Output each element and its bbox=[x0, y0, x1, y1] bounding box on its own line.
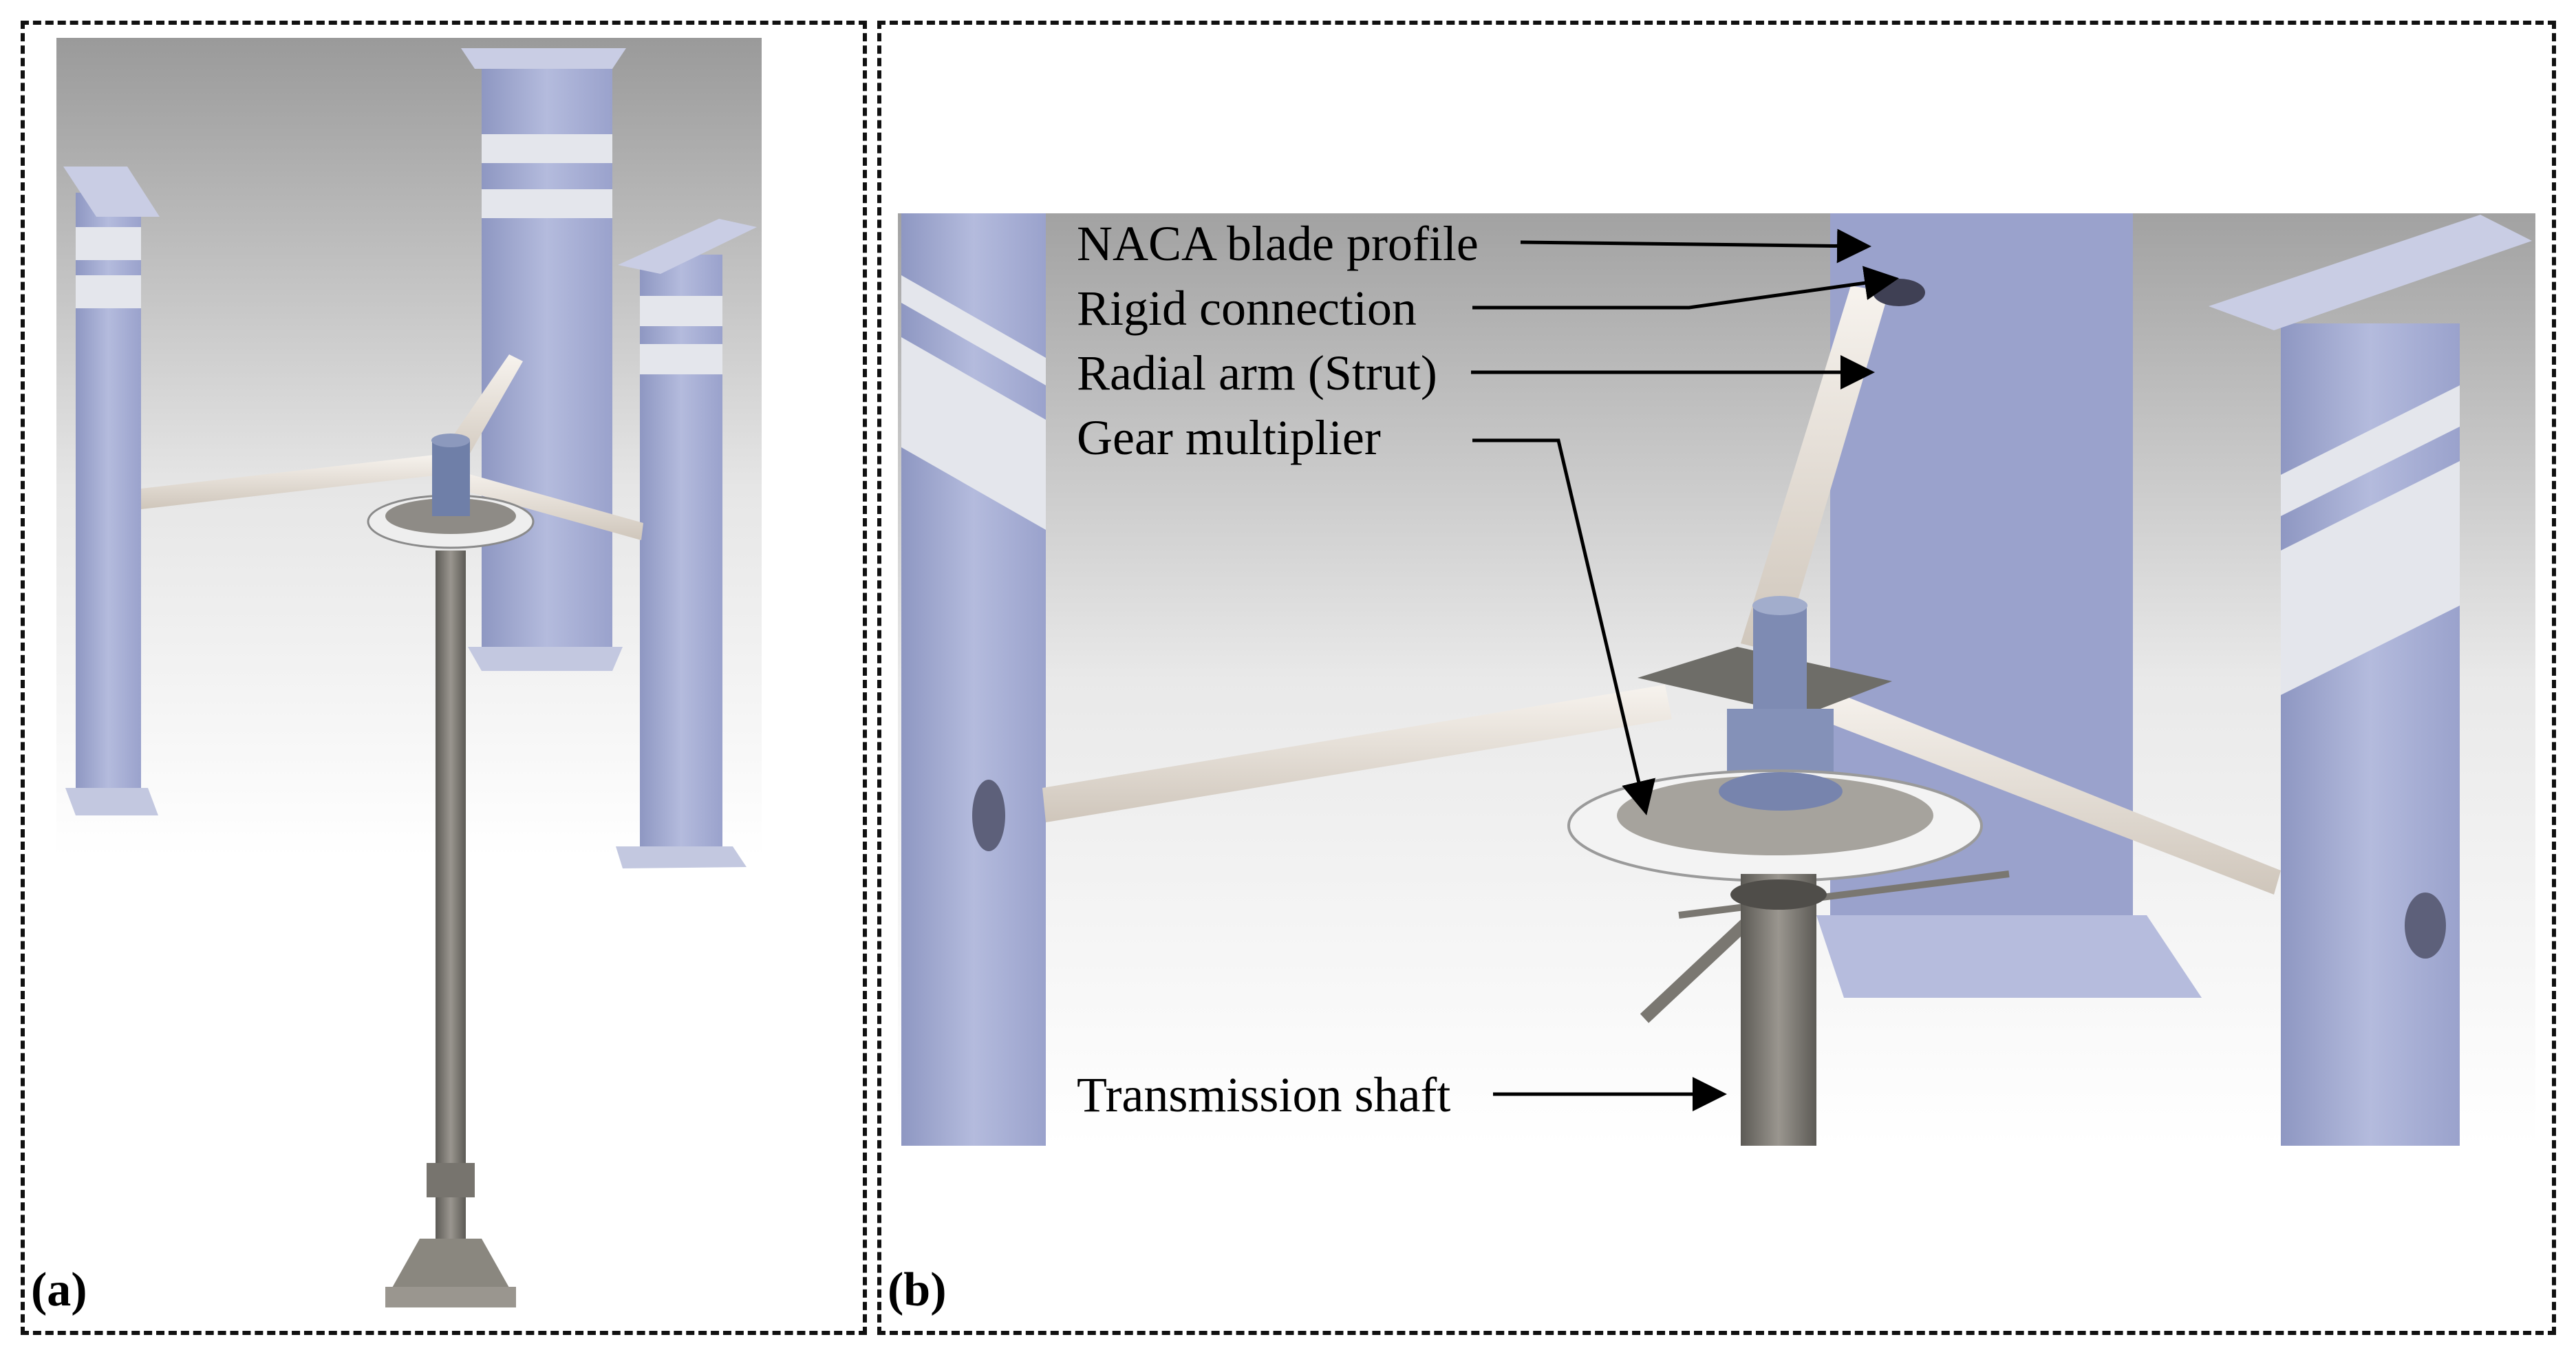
turbine-full-render bbox=[56, 38, 762, 1307]
leader-arrows bbox=[1471, 228, 1899, 1111]
callout-gear-multiplier: Gear multiplier bbox=[1077, 410, 1381, 465]
callout-naca-blade-profile: NACA blade profile bbox=[1077, 216, 1479, 271]
gear-arrow bbox=[1472, 438, 1656, 815]
callout-transmission-shaft: Transmission shaft bbox=[1077, 1067, 1451, 1122]
panel-b-frame bbox=[877, 21, 2556, 1335]
callout-rigid-connection: Rigid connection bbox=[1077, 281, 1417, 336]
rigid-arrow bbox=[1472, 266, 1899, 310]
turbine-closeup-render bbox=[898, 213, 2535, 1146]
naca-arrow bbox=[1520, 228, 1871, 264]
panel-a-frame bbox=[21, 21, 867, 1335]
panel-label-b: (b) bbox=[888, 1263, 947, 1316]
panel-label-a: (a) bbox=[31, 1263, 87, 1316]
callout-radial-arm: Radial arm (Strut) bbox=[1077, 345, 1437, 400]
